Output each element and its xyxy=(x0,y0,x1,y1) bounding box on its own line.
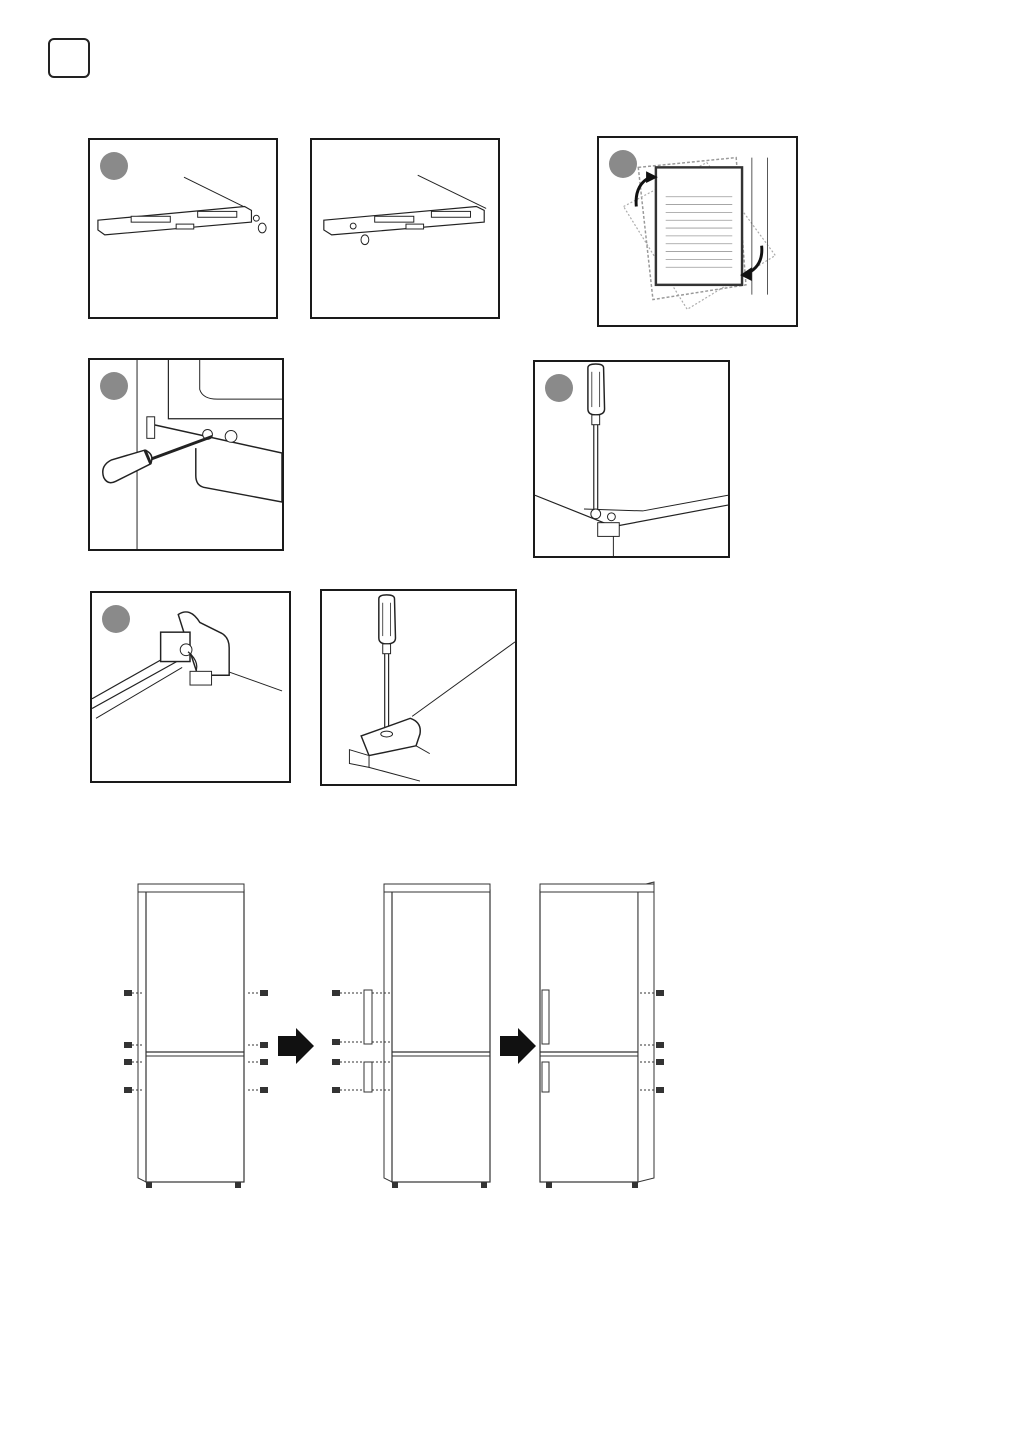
fridge-with-screws xyxy=(124,884,268,1188)
right-arrow-icon xyxy=(500,1028,536,1064)
fridge-with-handles-left xyxy=(540,882,664,1188)
fridge-with-handles-detached xyxy=(332,884,490,1188)
right-arrow-icon xyxy=(278,1028,314,1064)
